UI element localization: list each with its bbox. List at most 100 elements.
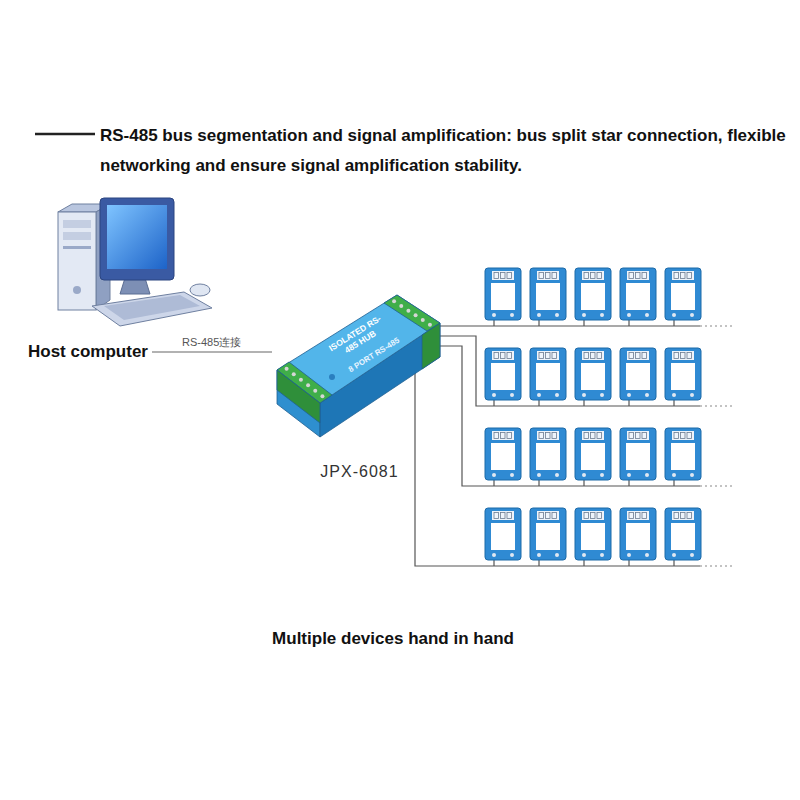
display-digit xyxy=(636,353,641,359)
module-terminal xyxy=(645,473,649,477)
module-face xyxy=(581,523,605,550)
module-terminal xyxy=(510,553,514,557)
module-terminal xyxy=(645,393,649,397)
module-face xyxy=(491,443,515,470)
module-face xyxy=(671,523,695,550)
module-terminal xyxy=(582,313,586,317)
module-face xyxy=(671,363,695,390)
module-display xyxy=(627,271,649,280)
display-digit xyxy=(552,353,557,359)
display-digit xyxy=(674,513,679,519)
display-digit xyxy=(507,433,512,439)
display-digit xyxy=(539,273,544,279)
module-terminal xyxy=(627,553,631,557)
node-label: Host computer xyxy=(28,342,148,362)
module-face xyxy=(536,443,560,470)
module-terminal xyxy=(690,393,694,397)
display-digit xyxy=(591,273,596,279)
module-face xyxy=(536,363,560,390)
terminal-screw xyxy=(292,372,296,376)
module-display xyxy=(537,271,559,280)
hub-device xyxy=(272,285,447,463)
display-digit xyxy=(546,513,551,519)
display-digit xyxy=(494,273,499,279)
computer-icon xyxy=(58,198,212,326)
module-terminal xyxy=(555,473,559,477)
bus-continuation xyxy=(700,485,735,486)
display-digit xyxy=(681,353,686,359)
terminal-screw xyxy=(313,389,317,393)
sensor-module xyxy=(665,348,701,406)
module-terminal xyxy=(555,313,559,317)
sensor-module xyxy=(575,348,611,406)
bus-wire xyxy=(440,336,700,406)
module-display xyxy=(582,431,604,440)
terminal-screw xyxy=(399,304,403,308)
module-terminal xyxy=(555,553,559,557)
display-digit xyxy=(584,433,589,439)
display-digit xyxy=(687,273,692,279)
terminal-screw xyxy=(320,394,324,398)
module-terminal xyxy=(492,553,496,557)
display-digit xyxy=(642,513,647,519)
module-display xyxy=(672,351,694,360)
module-terminal xyxy=(582,473,586,477)
display-digit xyxy=(546,433,551,439)
module-face xyxy=(491,283,515,310)
module-display xyxy=(492,351,514,360)
terminal-block xyxy=(384,295,440,331)
module-display xyxy=(627,511,649,520)
display-digit xyxy=(584,273,589,279)
module-face xyxy=(491,523,515,550)
mount-hole xyxy=(329,374,335,380)
module-display xyxy=(672,431,694,440)
display-digit xyxy=(501,273,506,279)
display-digit xyxy=(681,513,686,519)
edge-label: RS-485连接 xyxy=(180,335,243,350)
terminal-block xyxy=(422,323,440,369)
display-digit xyxy=(501,513,506,519)
display-digit xyxy=(507,353,512,359)
display-digit xyxy=(674,353,679,359)
module-terminal xyxy=(600,473,604,477)
module-body xyxy=(575,268,611,320)
display-digit xyxy=(591,433,596,439)
module-body xyxy=(530,268,566,320)
module-display xyxy=(582,511,604,520)
module-terminal xyxy=(492,473,496,477)
bus-continuation xyxy=(700,405,735,406)
module-terminal xyxy=(690,313,694,317)
module-display xyxy=(672,271,694,280)
display-digit xyxy=(507,273,512,279)
module-display xyxy=(582,351,604,360)
module-body xyxy=(485,268,521,320)
module-face xyxy=(626,443,650,470)
sensor-module xyxy=(485,508,521,566)
display-digit xyxy=(674,433,679,439)
hub-top xyxy=(277,295,440,403)
bus-wire xyxy=(440,325,700,326)
sensor-module xyxy=(530,268,566,326)
module-terminal xyxy=(672,473,676,477)
module-terminal xyxy=(627,393,631,397)
display-digit xyxy=(629,433,634,439)
module-display xyxy=(492,431,514,440)
terminal-screw xyxy=(421,318,425,322)
sensor-module xyxy=(485,348,521,406)
display-digit xyxy=(591,353,596,359)
module-face xyxy=(581,443,605,470)
module-terminal xyxy=(582,393,586,397)
connector xyxy=(152,351,272,352)
display-digit xyxy=(681,273,686,279)
terminal-block xyxy=(277,370,320,423)
display-digit xyxy=(597,433,602,439)
module-terminal xyxy=(510,473,514,477)
bus-wire xyxy=(440,346,700,486)
bus-wires xyxy=(415,326,735,566)
display-digit xyxy=(552,513,557,519)
sensor-module xyxy=(530,348,566,406)
sensor-module xyxy=(620,508,656,566)
module-body xyxy=(620,348,656,400)
terminal-screw xyxy=(299,378,303,382)
